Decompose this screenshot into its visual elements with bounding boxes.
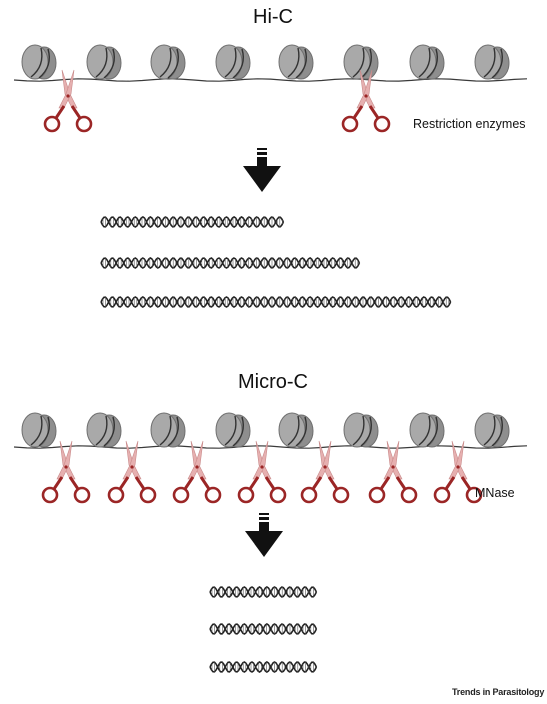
scissors-icon xyxy=(341,69,391,133)
linker-dna xyxy=(13,445,528,449)
nucleosome-icon xyxy=(150,44,186,80)
nucleosome-icon xyxy=(215,412,251,448)
nucleosome-icon xyxy=(409,44,445,80)
nucleosome-icon xyxy=(474,44,510,80)
scissors-icon xyxy=(433,440,483,504)
restriction-enzymes-label: Restriction enzymes xyxy=(413,117,526,131)
mnase-label: MNase xyxy=(475,486,515,500)
nucleosome-icon xyxy=(215,44,251,80)
dna-helix-icon xyxy=(100,216,285,228)
dna-helix-icon xyxy=(100,257,361,269)
scissors-icon xyxy=(41,440,91,504)
hic-title: Hi-C xyxy=(253,6,293,28)
dna-helix-icon xyxy=(100,296,452,308)
linker-dna xyxy=(13,78,528,82)
dna-helix-icon xyxy=(209,623,318,635)
dna-helix-icon xyxy=(209,661,318,673)
nucleosome-icon xyxy=(278,412,314,448)
scissors-icon xyxy=(172,440,222,504)
scissors-icon xyxy=(43,69,93,133)
nucleosome-icon xyxy=(343,412,379,448)
journal-footer: Trends in Parasitology xyxy=(452,687,545,697)
nucleosome-icon xyxy=(474,412,510,448)
microc-section xyxy=(13,412,528,673)
down-arrow-icon xyxy=(243,148,281,192)
nucleosome-icon xyxy=(21,412,57,448)
microc-title: Micro-C xyxy=(238,371,308,393)
nucleosome-icon xyxy=(150,412,186,448)
nucleosome-icon xyxy=(278,44,314,80)
down-arrow-icon xyxy=(245,513,283,557)
dna-helix-icon xyxy=(209,586,318,598)
nucleosome-icon xyxy=(86,412,122,448)
nucleosome-icon xyxy=(86,44,122,80)
scissors-icon xyxy=(368,440,418,504)
nucleosome-icon xyxy=(409,412,445,448)
scissors-icon xyxy=(300,440,350,504)
scissors-icon xyxy=(107,440,157,504)
hic-section xyxy=(13,44,528,308)
scissors-icon xyxy=(237,440,287,504)
nucleosome-icon xyxy=(21,44,57,80)
